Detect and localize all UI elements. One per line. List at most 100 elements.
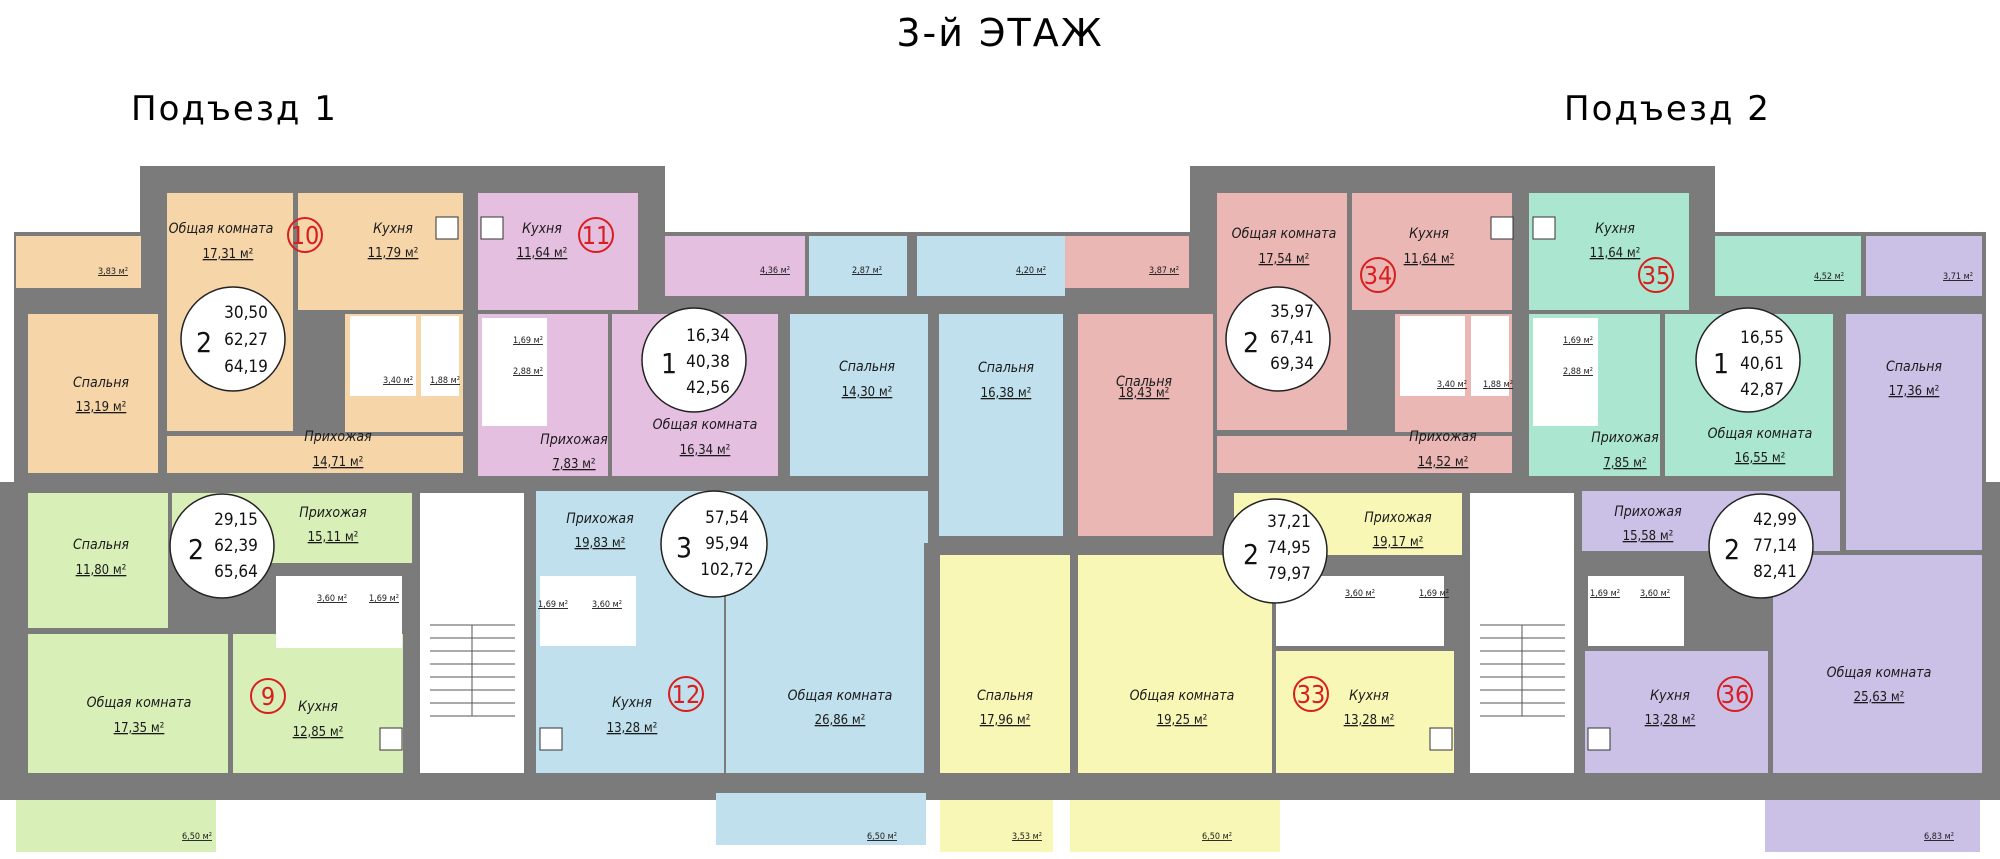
room-area: 11,64 м² — [517, 246, 568, 261]
apartment-number-text: 10 — [291, 221, 320, 250]
apartment-number-35: 35 — [1638, 257, 1674, 293]
bathroom-area: 1,69 м² — [1563, 336, 1593, 346]
total-area: 77,14 — [1753, 536, 1797, 556]
apartment-number-10: 10 — [287, 217, 323, 253]
room-bedroom — [940, 555, 1070, 773]
stairs — [430, 624, 515, 717]
room-name: Кухня — [522, 221, 562, 237]
room-count: 3 — [676, 531, 692, 564]
room-hall — [167, 436, 463, 473]
total-area: 95,94 — [705, 534, 749, 554]
room-area: 14,71 м² — [313, 455, 364, 470]
living-area: 42,99 — [1753, 510, 1797, 530]
total-area: 74,95 — [1267, 538, 1311, 558]
room-living — [1078, 555, 1272, 773]
room-name: Кухня — [298, 699, 338, 715]
total-area: 40,61 — [1740, 354, 1784, 374]
room-name: Прихожая — [1591, 430, 1659, 446]
room-kitchen — [1276, 651, 1454, 773]
apartment-number-text: 36 — [1721, 680, 1750, 709]
room-area: 17,96 м² — [980, 713, 1031, 728]
bathroom-area: 3,60 м² — [317, 594, 347, 604]
apartment-number-text: 34 — [1364, 261, 1393, 290]
room-name: Кухня — [612, 695, 652, 711]
balcony-area: 3,83 м² — [98, 267, 128, 277]
room-name: Общая комната — [1708, 426, 1813, 442]
area-summary-apt35: 1 16,55 40,61 42,87 — [1695, 307, 1801, 413]
bathroom — [482, 318, 547, 426]
room-name: Прихожая — [1409, 429, 1477, 445]
total-area-balcony: 65,64 — [214, 562, 258, 582]
toilet-area: 2,88 м² — [1563, 367, 1593, 377]
balcony — [1715, 236, 1861, 296]
room-area: 19,25 м² — [1157, 713, 1208, 728]
room-name: Прихожая — [304, 429, 372, 445]
balcony — [809, 236, 907, 296]
toilet — [1471, 316, 1509, 396]
room-name: Общая комната — [169, 221, 274, 237]
room-name: Спальня — [73, 375, 129, 391]
balcony — [1866, 236, 1982, 296]
living-area: 57,54 — [705, 508, 749, 528]
room-area: 7,85 м² — [1603, 456, 1646, 471]
bathroom-area: 3,60 м² — [592, 600, 622, 610]
living-area: 37,21 — [1267, 512, 1311, 532]
room-area: 11,80 м² — [76, 563, 127, 578]
room-name: Кухня — [373, 221, 413, 237]
room-name: Общая комната — [1827, 665, 1932, 681]
room-kitchen — [478, 193, 638, 310]
room-name: Спальня — [839, 359, 895, 375]
area-summary-apt9: 2 29,15 62,39 65,64 — [169, 493, 275, 599]
room-name: Общая комната — [1232, 226, 1337, 242]
room-count: 2 — [1724, 533, 1740, 566]
apartment-number-text: 33 — [1297, 680, 1326, 709]
room-kitchen — [233, 634, 403, 773]
room-bedroom — [28, 493, 168, 628]
room-area: 17,35 м² — [114, 721, 165, 736]
bathroom — [1588, 576, 1684, 646]
balcony-area: 3,53 м² — [1012, 832, 1042, 842]
room-name: Общая комната — [87, 695, 192, 711]
room-name: Спальня — [1116, 374, 1172, 390]
apartment-number-text: 12 — [672, 680, 701, 709]
room-area: 17,31 м² — [203, 247, 254, 262]
balcony — [16, 800, 216, 852]
balcony — [16, 236, 141, 288]
room-count: 2 — [196, 326, 212, 359]
room-name: Общая комната — [788, 688, 893, 704]
room-bedroom — [1078, 314, 1213, 536]
toilet-area: 1,88 м² — [430, 376, 460, 386]
room-name: Кухня — [1595, 221, 1635, 237]
bathroom — [350, 316, 416, 396]
total-area-balcony: 82,41 — [1753, 562, 1797, 582]
room-area: 17,54 м² — [1259, 252, 1310, 267]
room-area: 11,64 м² — [1590, 246, 1641, 261]
bathroom-area: 1,69 м² — [513, 336, 543, 346]
room-kitchen — [1585, 651, 1768, 773]
room-living — [1773, 555, 1982, 773]
bathroom-area: 3,40 м² — [383, 376, 413, 386]
area-summaries: 2 30,50 62,27 64,19 1 16,34 40,38 42,56 … — [169, 286, 1814, 604]
total-area-balcony: 64,19 — [224, 357, 268, 377]
balcony-area: 4,20 м² — [1016, 266, 1046, 276]
room-bedroom — [939, 314, 1063, 536]
balcony — [665, 236, 805, 296]
room-area: 11,79 м² — [368, 246, 419, 261]
balcony — [917, 236, 1065, 296]
room-count: 2 — [1243, 538, 1259, 571]
toilet-area: 1,69 м² — [1419, 589, 1449, 599]
living-area: 29,15 — [214, 510, 258, 530]
apartment-number-12: 12 — [668, 676, 704, 712]
stove-icon — [379, 216, 1611, 751]
total-area-balcony: 69,34 — [1270, 354, 1314, 374]
room-count: 1 — [661, 347, 677, 380]
room-kitchen — [1352, 193, 1512, 310]
room-area: 19,17 м² — [1373, 535, 1424, 550]
room-living — [726, 543, 924, 773]
room-bedroom — [1846, 314, 1982, 550]
room-name: Спальня — [1886, 359, 1942, 375]
area-summary-apt36: 2 42,99 77,14 82,41 — [1708, 493, 1814, 599]
living-area: 16,55 — [1740, 328, 1784, 348]
room-area: 19,83 м² — [575, 536, 626, 551]
room-name: Прихожая — [540, 432, 608, 448]
